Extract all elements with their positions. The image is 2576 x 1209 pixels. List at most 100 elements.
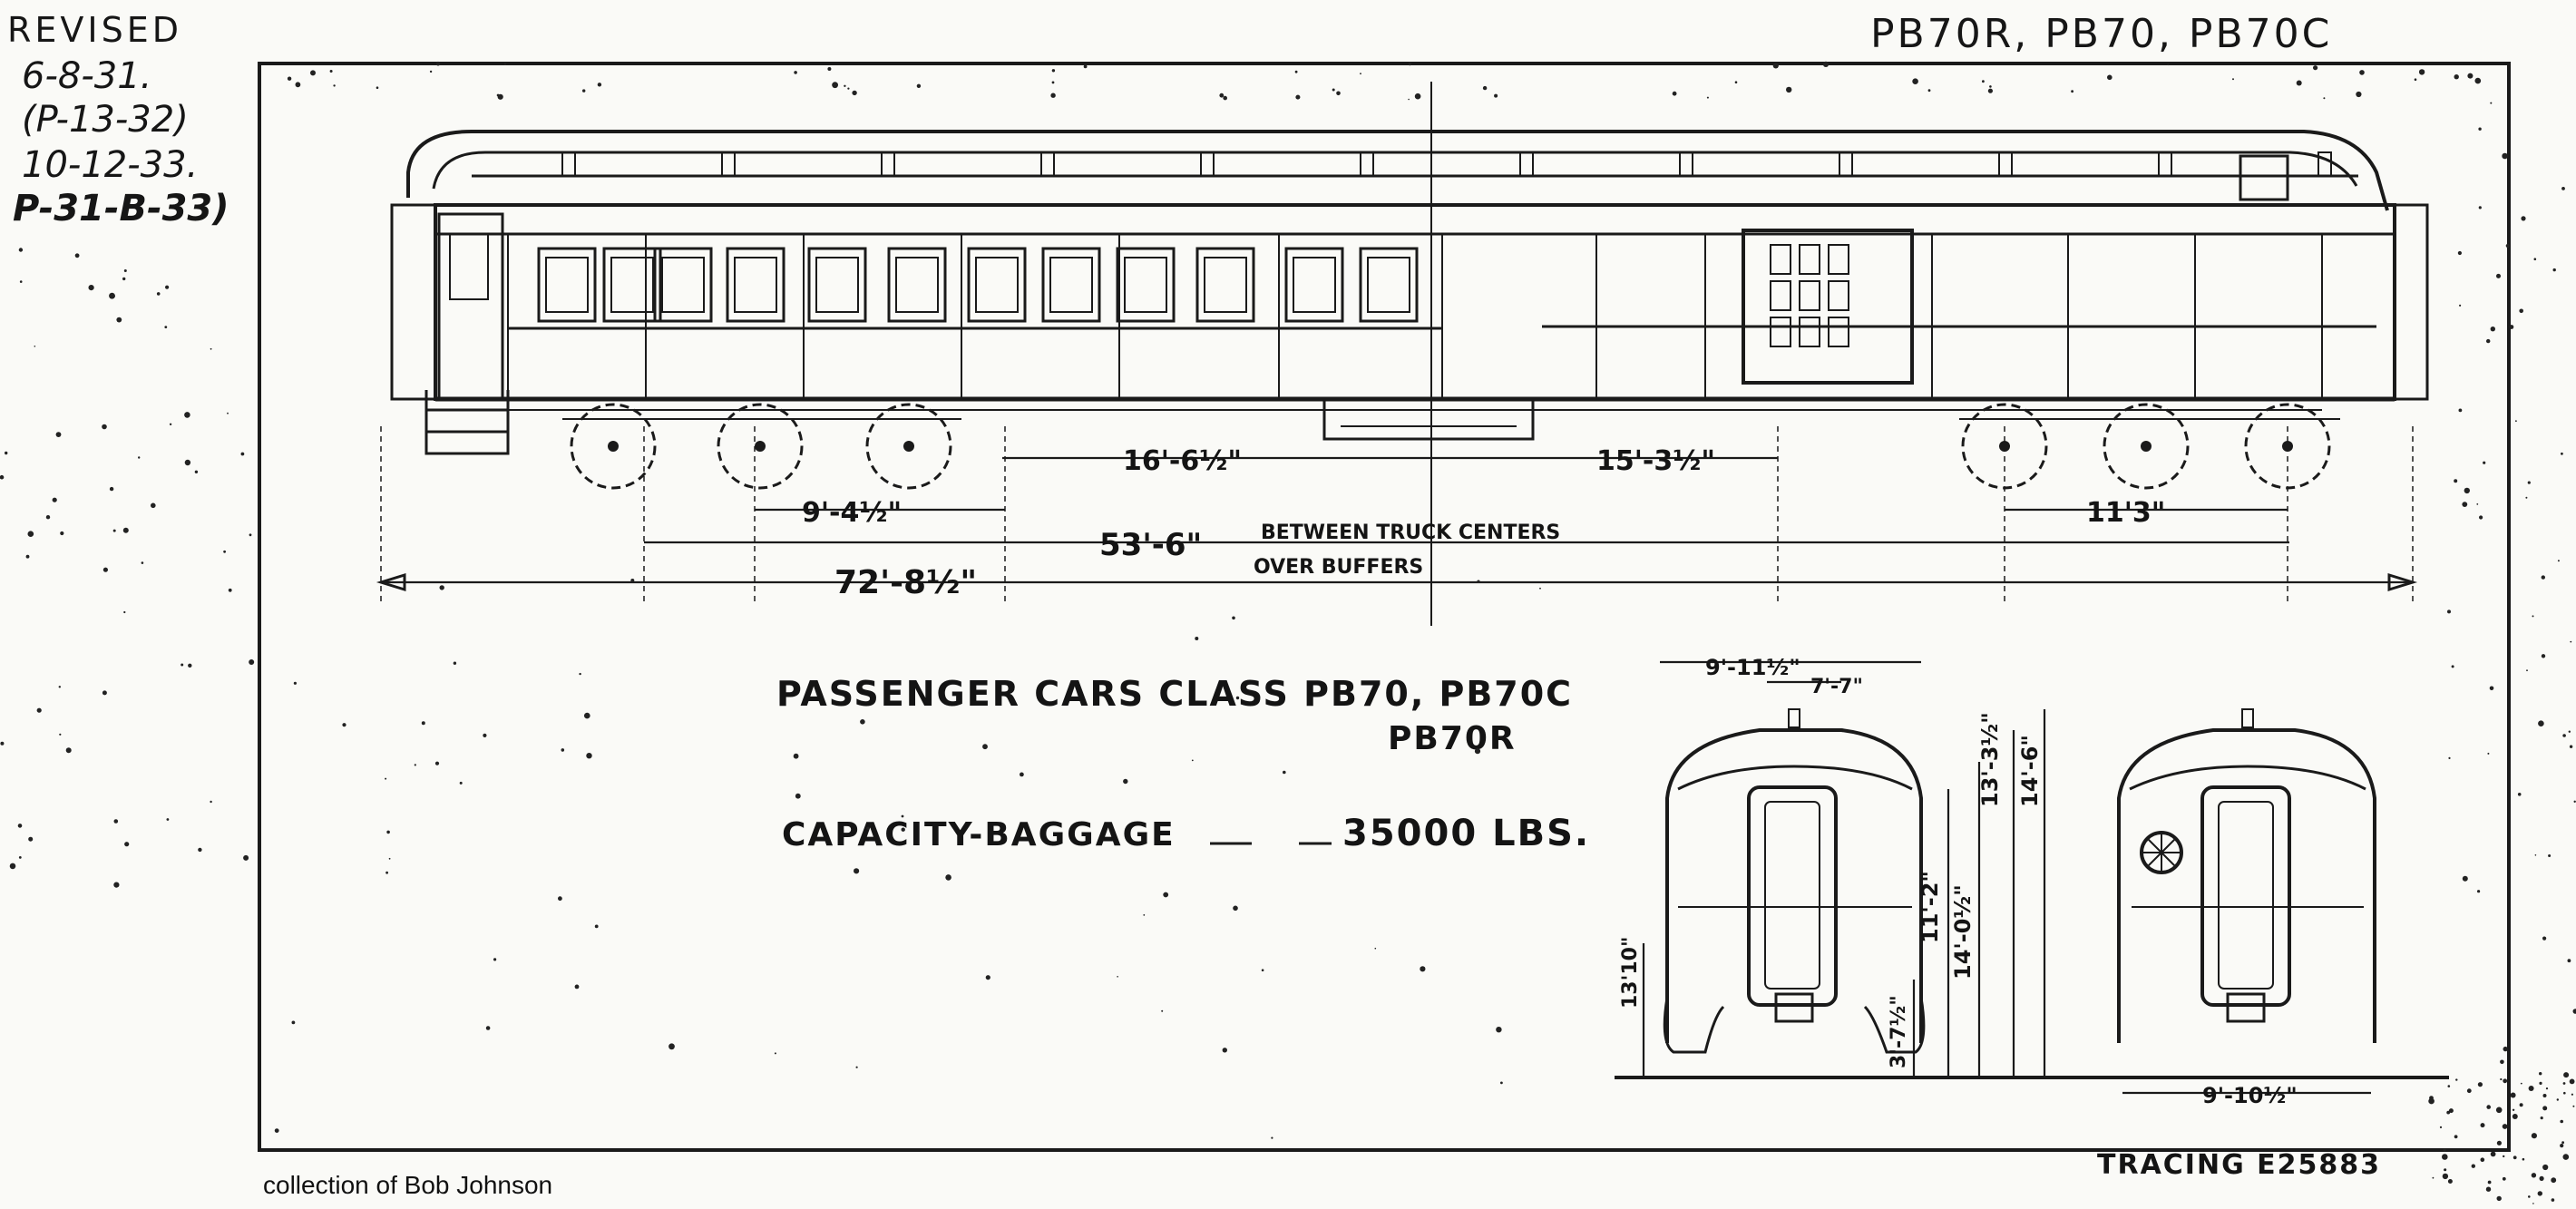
speck [2167, 63, 2170, 66]
speck [2539, 1072, 2542, 1076]
coach-window-sash [815, 257, 859, 313]
speck [2551, 1198, 2555, 1202]
speck [483, 733, 487, 738]
speck [1500, 1081, 1503, 1085]
speck [1987, 88, 1993, 93]
speck [2447, 609, 2451, 614]
speck [2447, 1085, 2451, 1087]
speck [2534, 854, 2537, 856]
speck [27, 531, 34, 537]
dim-height-2: 14'-6" [2017, 735, 2043, 807]
speck [88, 285, 94, 291]
speck [2503, 1078, 2508, 1084]
coach-window [537, 247, 597, 323]
speck [2538, 720, 2544, 726]
speck [28, 836, 34, 842]
dim-height-5: 3'-7½" [1888, 995, 1910, 1068]
roof-vent [881, 151, 895, 177]
speck [2556, 1098, 2559, 1101]
speck [832, 82, 838, 89]
extension-lines [380, 426, 2414, 606]
speck [287, 76, 292, 81]
coach-window-sash [734, 257, 777, 313]
speck [2572, 1105, 2575, 1107]
speck [223, 550, 227, 553]
speck [459, 781, 463, 785]
speck [793, 753, 799, 759]
speck [2525, 496, 2528, 499]
speck [65, 747, 72, 754]
vestibule-door [437, 212, 504, 401]
speck [901, 814, 904, 818]
speck [34, 346, 36, 347]
speck [597, 83, 602, 87]
speck [2526, 669, 2528, 672]
truck-axle [2141, 441, 2152, 452]
speck [2539, 1175, 2544, 1181]
truck-axle [903, 441, 914, 452]
speck [2490, 1151, 2496, 1157]
roof-vent [1360, 151, 1374, 177]
speck [18, 248, 24, 252]
speck [141, 561, 144, 564]
roof-vent [1998, 151, 2013, 177]
truck-wheel [865, 403, 952, 490]
speck [1822, 61, 1830, 67]
speck [74, 253, 80, 258]
speck [2542, 1164, 2549, 1171]
coach-window [726, 247, 785, 323]
end-view-right-door-inner [2218, 801, 2274, 990]
speck [2447, 1179, 2453, 1184]
speck [243, 854, 249, 861]
speck [25, 554, 30, 559]
speck [2455, 1078, 2458, 1081]
speck [855, 1066, 858, 1068]
speck [421, 721, 425, 726]
speck [2539, 1081, 2542, 1085]
speck [293, 681, 297, 685]
speck [2459, 304, 2462, 307]
speck [138, 456, 141, 459]
speck [1360, 73, 1361, 75]
speck [274, 1128, 279, 1133]
speck [109, 486, 114, 492]
end-left-diaphragm [390, 203, 437, 401]
speck [188, 663, 192, 668]
coach-window [967, 247, 1027, 323]
speck [1408, 98, 1410, 101]
speck [2296, 80, 2302, 86]
speck [2451, 665, 2454, 668]
trucks [562, 403, 2340, 490]
roof-vent [1200, 151, 1215, 177]
speck [1143, 914, 1146, 916]
revision-ref-2: P-31-B-33) [13, 188, 229, 229]
speck [1332, 88, 1335, 92]
body-posts [507, 234, 2323, 399]
coach-window-sash [1367, 257, 1410, 313]
speck [2557, 560, 2560, 562]
speck [584, 712, 590, 719]
revision-date-1: 6-8-31. [22, 55, 151, 97]
speck [2442, 1173, 2449, 1180]
roof-vents [561, 151, 2332, 177]
speck [2541, 654, 2546, 658]
coach-window [807, 247, 867, 323]
speck [2477, 890, 2481, 893]
speck [9, 863, 16, 870]
speck [1474, 748, 1481, 755]
end-view-left-vent [1788, 708, 1800, 728]
speck [774, 1052, 776, 1055]
speck [45, 515, 51, 520]
roof-vent [2317, 151, 2332, 177]
speck [1222, 1048, 1228, 1053]
speck [1496, 1027, 1502, 1033]
diagram-title-line-2: PB70R [1388, 720, 1517, 757]
speck [122, 277, 126, 281]
speck [2512, 1108, 2515, 1112]
speck [2323, 97, 2326, 100]
coach-window [1284, 247, 1344, 323]
speck [2563, 1072, 2570, 1078]
roof-vent [1839, 151, 1853, 177]
speck [1420, 966, 1426, 972]
capacity-label: CAPACITY-BAGGAGE [782, 816, 1176, 853]
